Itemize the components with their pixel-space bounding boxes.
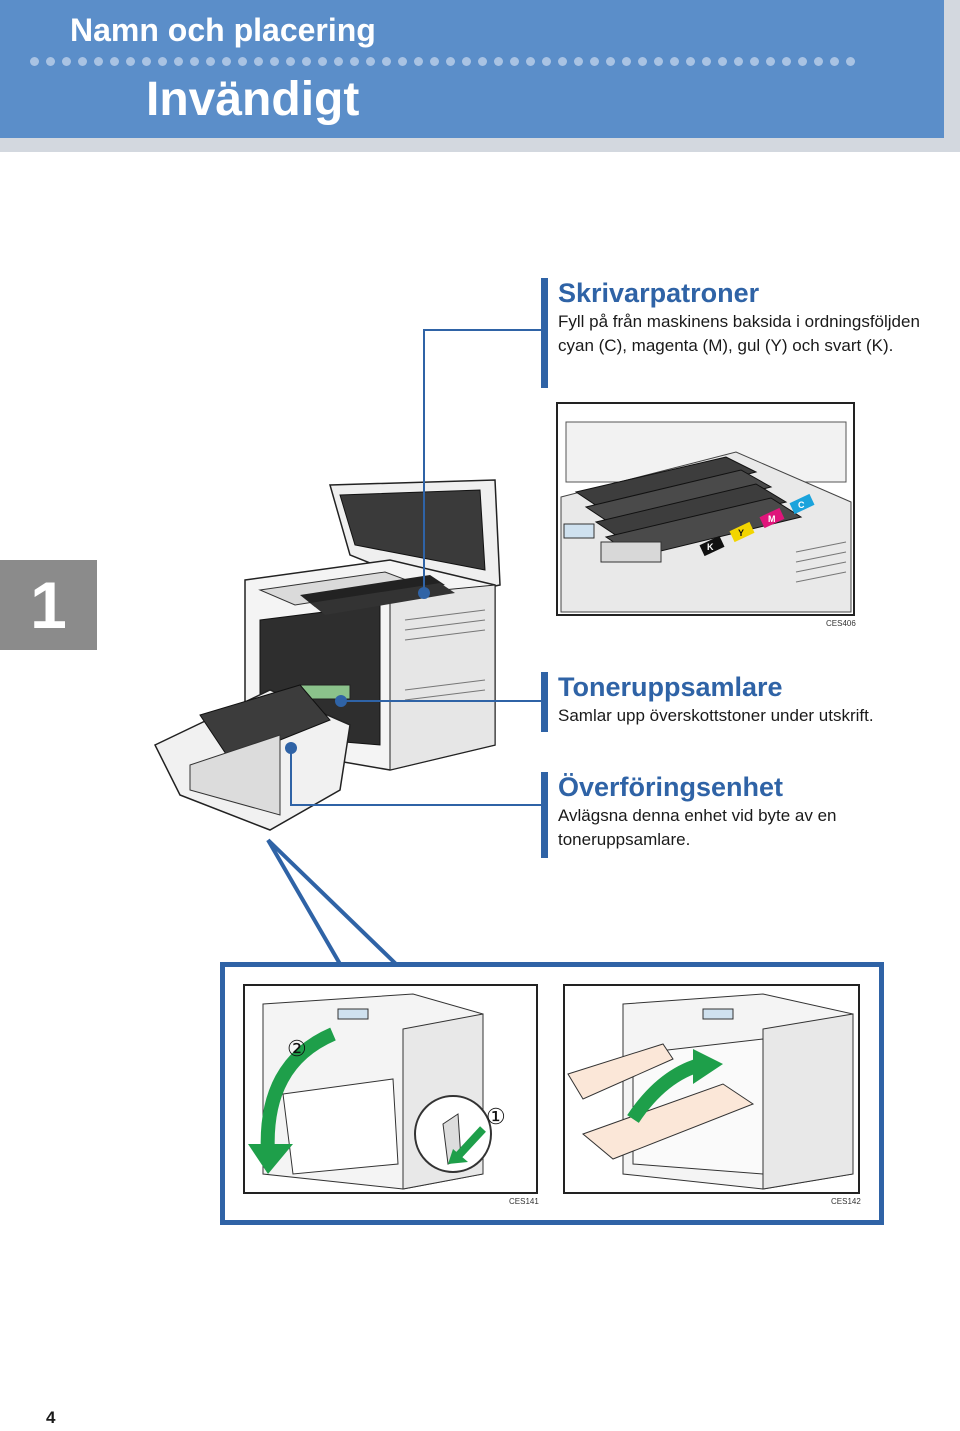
step-marker-2: ② (287, 1036, 307, 1061)
divider-dot (606, 57, 615, 66)
divider-dot (62, 57, 71, 66)
divider-dot (382, 57, 391, 66)
divider-dot (766, 57, 775, 66)
divider-dot (574, 57, 583, 66)
divider-dot (686, 57, 695, 66)
figure-code-ces406: CES406 (826, 619, 856, 628)
callout-title: Överföringsenhet (558, 772, 784, 802)
callout-text: Fyll på från maskinens baksida i ordning… (558, 312, 920, 355)
divider-dot (206, 57, 215, 66)
divider-dot (750, 57, 759, 66)
callout-cartridges: Skrivarpatroner Fyll på från maskinens b… (541, 278, 958, 388)
header-band: Namn och placering Invändigt (0, 0, 944, 138)
callout-title: Skrivarpatroner (558, 278, 760, 308)
divider-dot (702, 57, 711, 66)
divider-dot (670, 57, 679, 66)
divider-dot (446, 57, 455, 66)
cartridge-label-m: M (768, 514, 776, 524)
divider-dot (718, 57, 727, 66)
divider-dot (366, 57, 375, 66)
callout-transfer-unit: Överföringsenhet Avlägsna denna enhet vi… (541, 772, 958, 858)
chapter-tab: 1 (0, 560, 97, 650)
divider-dot (398, 57, 407, 66)
divider-dot (30, 57, 39, 66)
divider-dot (238, 57, 247, 66)
dotted-divider (30, 57, 870, 69)
cartridge-label-k: K (707, 542, 714, 552)
divider-dot (558, 57, 567, 66)
page-number: 4 (46, 1408, 56, 1427)
divider-dot (158, 57, 167, 66)
callout-toner-collector: Toneruppsamlare Samlar upp överskottston… (541, 672, 958, 732)
divider-dot (286, 57, 295, 66)
divider-dot (254, 57, 263, 66)
divider-dot (590, 57, 599, 66)
divider-dot (478, 57, 487, 66)
divider-dot (142, 57, 151, 66)
hand-icon (567, 1043, 674, 1100)
divider-dot (510, 57, 519, 66)
figure-code-ces142: CES142 (831, 1197, 861, 1206)
divider-dot (334, 57, 343, 66)
cartridge-label-y: Y (738, 528, 744, 538)
callout-dot-transfer-unit (285, 742, 297, 754)
divider-dot (110, 57, 119, 66)
divider-dot (526, 57, 535, 66)
section-title: Namn och placering (70, 12, 376, 48)
figure-code-ces141: CES141 (509, 1197, 539, 1206)
divider-dot (542, 57, 551, 66)
divider-dot (78, 57, 87, 66)
divider-dot (414, 57, 423, 66)
cartridges-closeup-figure: K Y M C (556, 402, 855, 616)
divider-dot (814, 57, 823, 66)
divider-dot (174, 57, 183, 66)
front-cover-open (153, 684, 351, 831)
divider-dot (270, 57, 279, 66)
cartridge-label-c: C (798, 500, 805, 510)
hand-icon (582, 1083, 755, 1160)
printer-top-cover (329, 479, 501, 596)
step-figure-open-cover: ② ① (243, 984, 538, 1194)
divider-dot (126, 57, 135, 66)
divider-dot (638, 57, 647, 66)
divider-dot (94, 57, 103, 66)
divider-dot (654, 57, 663, 66)
printer-open-figure (153, 479, 501, 831)
open-arrow-icon (260, 1027, 336, 1155)
divider-dot (190, 57, 199, 66)
callout-text: Samlar upp överskottstoner under utskrif… (558, 706, 874, 725)
page-title: Invändigt (146, 73, 360, 126)
divider-dot (830, 57, 839, 66)
divider-dot (782, 57, 791, 66)
divider-dot (430, 57, 439, 66)
callout-text: Avlägsna denna enhet vid byte av en tone… (558, 806, 837, 849)
divider-dot (622, 57, 631, 66)
step-figure-close-cover (563, 984, 860, 1194)
divider-dot (318, 57, 327, 66)
control-panel (563, 523, 662, 563)
callout-dot-toner-bottle (335, 695, 347, 707)
cartridge-color-labels: K Y M C (699, 493, 815, 557)
callout-title: Toneruppsamlare (558, 672, 783, 702)
divider-dot (462, 57, 471, 66)
page-header: Namn och placering Invändigt (0, 0, 960, 152)
divider-dot (798, 57, 807, 66)
divider-dot (494, 57, 503, 66)
divider-dot (302, 57, 311, 66)
divider-dot (46, 57, 55, 66)
divider-dot (350, 57, 359, 66)
step-marker-1: ① (486, 1104, 506, 1129)
divider-dot (222, 57, 231, 66)
divider-dot (846, 57, 855, 66)
callout-dot-cartridges (418, 587, 430, 599)
divider-dot (734, 57, 743, 66)
